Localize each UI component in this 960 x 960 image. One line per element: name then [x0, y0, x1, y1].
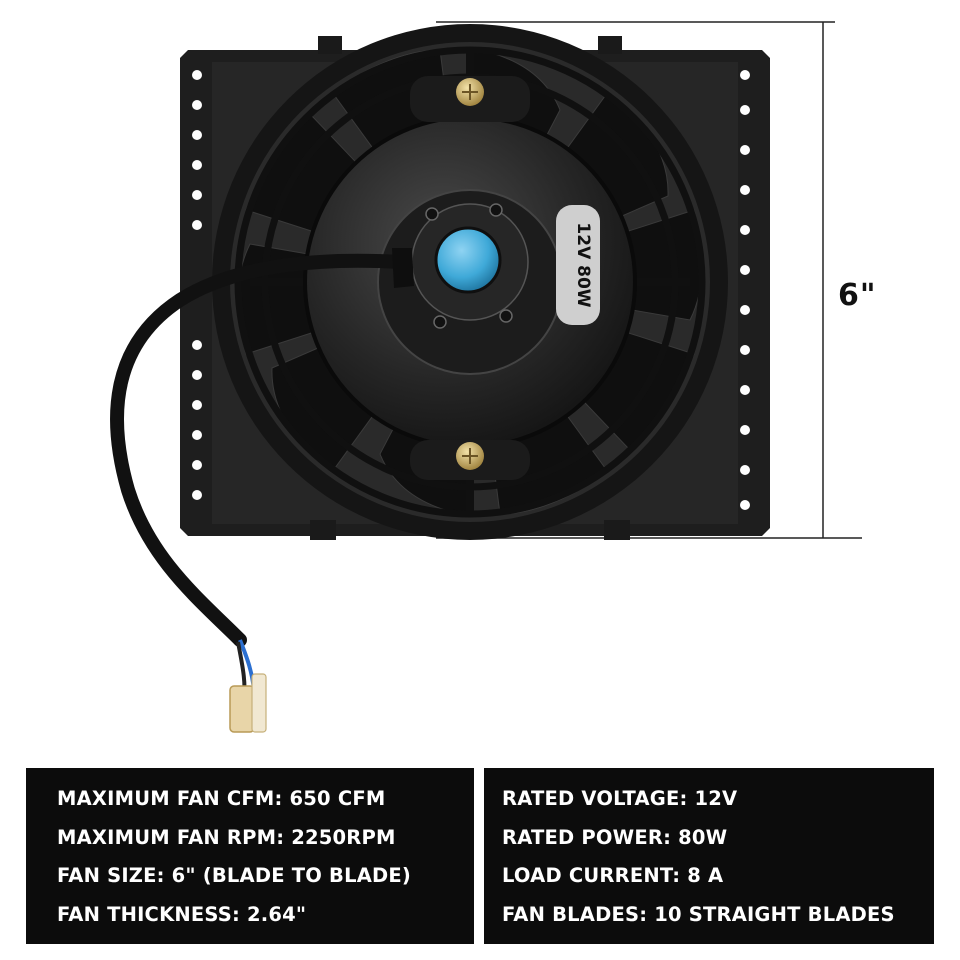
spec-fan-blades: FAN BLADES: 10 STRAIGHT BLADES [502, 902, 895, 926]
product-photo: 12V 80W 6" [110, 21, 877, 733]
spec-rated-power: RATED POWER: 80W [502, 825, 728, 849]
spec-rpm: MAXIMUM FAN RPM: 2250RPM [57, 825, 396, 849]
spec-panel-right: RATED VOLTAGE: 12V RATED POWER: 80W LOAD… [484, 768, 934, 944]
blue-hub [434, 226, 502, 294]
dimension-label: 6" [838, 278, 877, 313]
power-cable [110, 248, 414, 733]
spec-fan-size: FAN SIZE: 6" (BLADE TO BLADE) [57, 864, 412, 887]
spec-rated-voltage: RATED VOLTAGE: 12V [502, 787, 738, 810]
spec-fan-thickness: FAN THICKNESS: 2.64" [57, 902, 307, 926]
spec-cfm: MAXIMUM FAN CFM: 650 CFM [57, 787, 386, 810]
mounting-screws [456, 78, 484, 470]
motor-label: 12V 80W [556, 205, 600, 325]
dimension-lines [436, 21, 862, 539]
spec-load-current: LOAD CURRENT: 8 A [502, 864, 724, 887]
spec-panel-left: MAXIMUM FAN CFM: 650 CFM MAXIMUM FAN RPM… [26, 768, 474, 944]
cooling-fan-image: 12V 80W [110, 21, 862, 733]
voltage-watt-label: 12V 80W [573, 222, 593, 307]
